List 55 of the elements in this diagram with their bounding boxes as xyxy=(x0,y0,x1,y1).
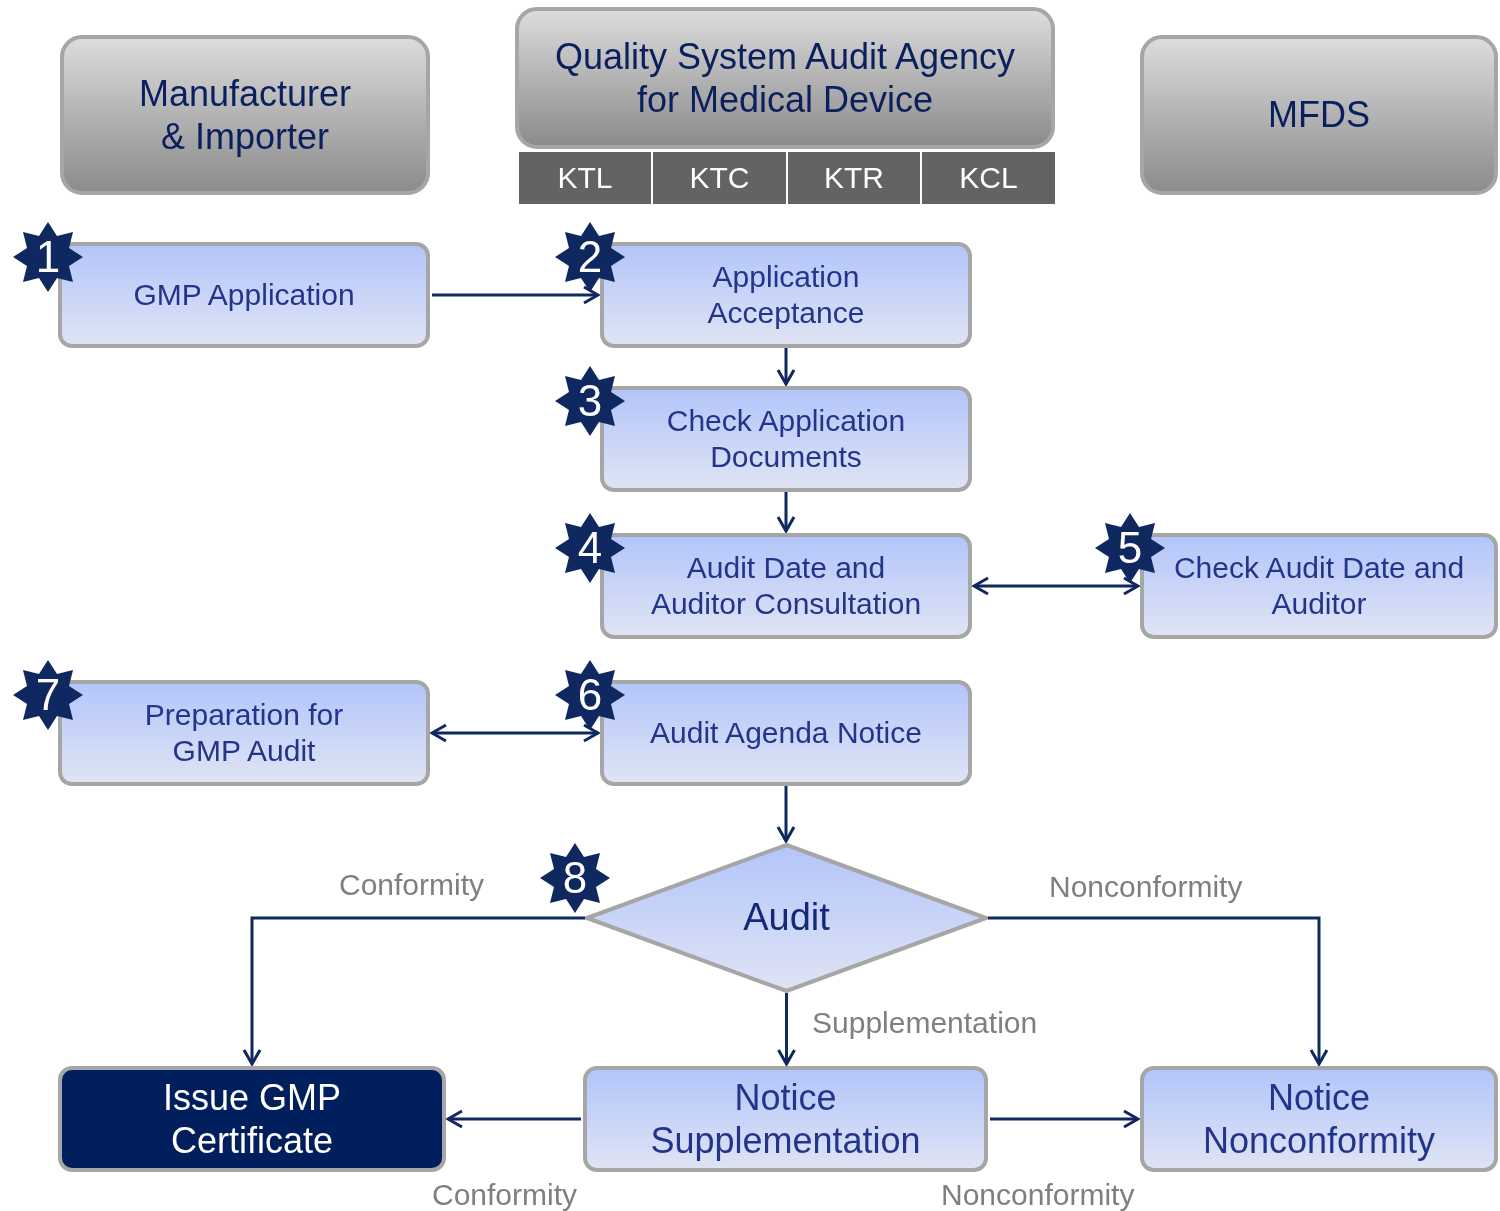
process-box xyxy=(600,242,972,348)
node-text: Notice Supplementation xyxy=(649,1075,922,1163)
node-text: Quality System Audit Agency for Medical Device xyxy=(553,34,1017,122)
arrow xyxy=(432,285,600,305)
step-number-badge: 7 xyxy=(13,660,83,730)
process-box xyxy=(58,680,430,786)
arrow xyxy=(776,492,796,533)
agency-tab xyxy=(519,152,651,204)
step-number-badge: 3 xyxy=(555,366,625,436)
process-box xyxy=(600,533,972,639)
step-number-badge: 2 xyxy=(555,222,625,292)
node-text: MFDS xyxy=(1268,93,1370,137)
header-box xyxy=(1140,35,1498,195)
step-number-badge: 5 xyxy=(1095,513,1165,583)
step-number-badge: 8 xyxy=(540,843,610,913)
node-text: KCL xyxy=(959,160,1018,196)
arrow xyxy=(430,723,600,743)
node-text: KTL xyxy=(557,160,613,196)
agency-tab xyxy=(788,152,920,204)
node-text: Check Application Documents xyxy=(665,403,907,475)
result-box xyxy=(58,1066,446,1172)
arrow xyxy=(776,348,796,386)
node-text: Application Acceptance xyxy=(706,259,866,331)
arrow xyxy=(446,1109,581,1129)
process-box xyxy=(600,680,972,786)
agency-tab xyxy=(922,152,1055,204)
step-number-badge: 6 xyxy=(555,660,625,730)
node-text: Check Audit Date and Auditor xyxy=(1172,550,1466,622)
arrow xyxy=(242,916,585,1066)
node-text: Preparation for GMP Audit xyxy=(143,697,345,769)
arrow xyxy=(990,1109,1140,1129)
arrow xyxy=(777,993,796,1066)
node-text: KTR xyxy=(824,160,884,196)
process-box xyxy=(583,1066,988,1172)
node-text: GMP Application xyxy=(133,277,355,313)
arrow xyxy=(972,576,1140,596)
node-text: Manufacturer & Importer xyxy=(137,71,353,159)
agency-tab xyxy=(653,152,786,204)
process-box xyxy=(1140,1066,1498,1172)
node-text: Audit xyxy=(743,895,830,941)
process-box xyxy=(1140,533,1498,639)
node-text: KTC xyxy=(689,160,750,196)
header-box xyxy=(60,35,430,195)
decision-diamond xyxy=(585,843,988,993)
arrow xyxy=(776,786,796,843)
header-box xyxy=(515,7,1055,149)
step-number-badge: 1 xyxy=(13,222,83,292)
node-text: Notice Nonconformity xyxy=(1201,1075,1437,1163)
node-text: Issue GMP Certificate xyxy=(161,1075,343,1163)
step-number-badge: 4 xyxy=(555,513,625,583)
process-box xyxy=(58,242,430,348)
node-text: Audit Agenda Notice xyxy=(650,715,922,751)
node-text: Audit Date and Auditor Consultation xyxy=(649,550,923,622)
arrow xyxy=(988,916,1329,1066)
process-box xyxy=(600,386,972,492)
